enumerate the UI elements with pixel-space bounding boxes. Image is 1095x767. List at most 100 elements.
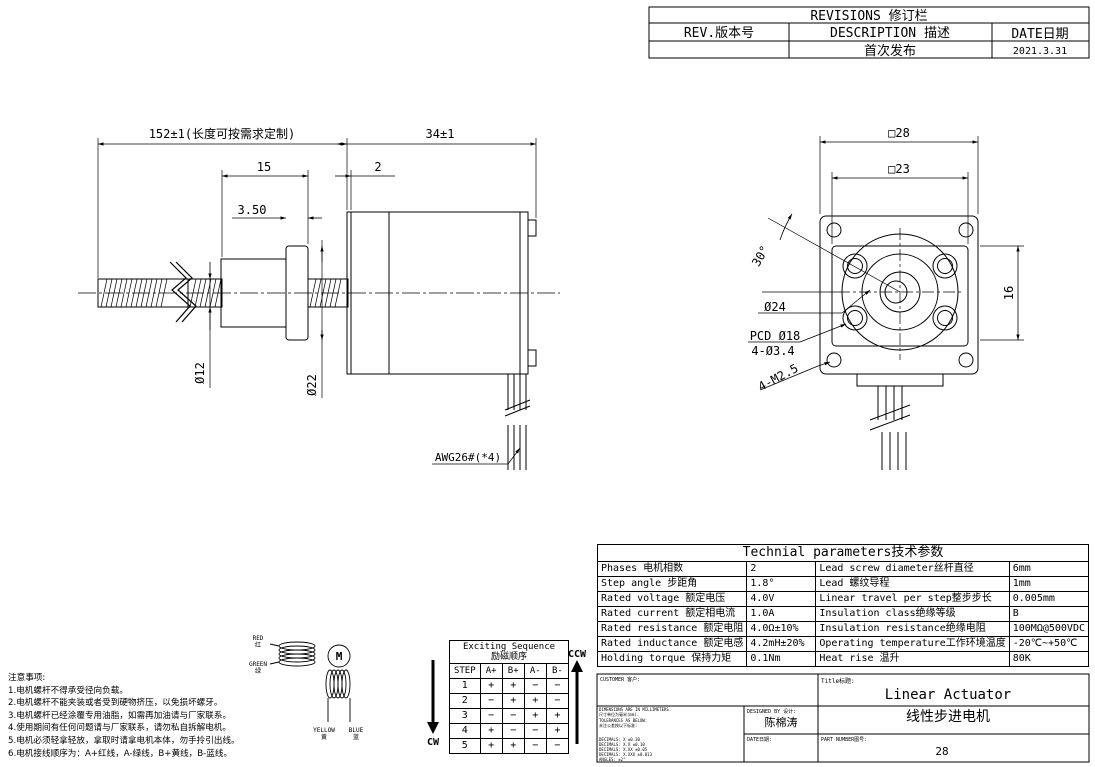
seq-cell: − — [545, 678, 570, 694]
wire-blue-cn-label: 蓝 — [353, 733, 359, 741]
seq-cell: 3 — [449, 708, 481, 724]
wire-green-label: GREEN — [249, 661, 267, 668]
param-label: Rated voltage 额定电压 — [596, 591, 748, 607]
tol-line-0: DECIMALS: X ±0.30 — [599, 737, 641, 742]
param-value: 4.0Ω±10% — [746, 621, 817, 637]
date-label: DATE日期: — [747, 737, 772, 743]
param-label: Rated current 额定相电流 — [596, 606, 748, 622]
table-row: Rated inductance 额定电感 4.2mH±20% Operatin… — [596, 636, 1090, 652]
param-value: 4.0V — [746, 591, 817, 607]
params-title: Technial parameters技术参数 — [597, 544, 1089, 562]
dim-d22-label: Ø22 — [305, 374, 319, 396]
dims-note: DIMENSIONS ARE IN MILLIMETERS. — [599, 707, 671, 712]
dim-23-label: □23 — [888, 162, 910, 176]
revisions-table — [648, 6, 1090, 59]
front-view — [748, 136, 1024, 470]
param-value: 1mm — [1008, 576, 1090, 592]
param-value: 6mm — [1008, 561, 1090, 577]
seq-cell: + — [501, 693, 525, 709]
param-label: Rated inductance 额定电感 — [596, 636, 748, 652]
seq-cell: − — [501, 708, 525, 724]
seq-header: A- — [523, 663, 547, 679]
seq-cell: − — [545, 693, 570, 709]
param-label: Operating temperature工作环境温度 — [815, 636, 1010, 652]
dim-body-label: 34±1 — [426, 127, 455, 141]
param-label: Linear travel per step整步步长 — [815, 591, 1010, 607]
dim-pcd-label: PCD Ø18 — [750, 329, 801, 343]
dim-holes-label: 4-Ø3.4 — [751, 344, 794, 358]
dim-d12-label: Ø12 — [193, 362, 207, 384]
notes-title: 注意事项: — [8, 673, 46, 683]
seq-cell: − — [523, 738, 547, 754]
seq-cell: + — [523, 708, 547, 724]
seq-cell: + — [479, 738, 503, 754]
dim-16-label: 16 — [1002, 286, 1016, 300]
param-value: 2 — [746, 561, 817, 577]
params-table: Technial parameters技术参数 Phases 电机相数 2 Le… — [596, 544, 1090, 667]
customer-label: CUSTOMER 客户: — [600, 676, 640, 683]
revisions-col-date: DATE日期 — [1011, 27, 1068, 42]
param-value: B — [1008, 606, 1090, 622]
dim-30-label: 30° — [749, 243, 772, 269]
table-row: 3 − − + + — [449, 708, 570, 724]
note-item: 5.电机必须轻拿轻放，拿取时请拿电机本体，勿手拎引出线。 — [8, 735, 240, 746]
title-cn: 线性步进电机 — [906, 709, 990, 725]
wire-yellow-cn-label: 黄 — [321, 733, 327, 741]
table-row: Rated voltage 额定电压 4.0V Linear travel pe… — [596, 591, 1090, 607]
sequence-table: Exciting Sequence 励磁顺序 STEP A+ B+ A- B- … — [449, 640, 570, 754]
revisions-row-date: 2021.3.31 — [1013, 46, 1067, 57]
table-row: Rated current 额定相电流 1.0A Insulation clas… — [596, 606, 1090, 622]
note-item: 6.电机接线顺序为：A+红线，A-绿线，B+黄线，B-蓝线。 — [8, 748, 233, 759]
seq-cell: + — [479, 723, 503, 739]
seq-header: A+ — [479, 663, 503, 679]
sequence-title: Exciting Sequence — [462, 642, 556, 652]
title-label: Title标题: — [821, 677, 855, 685]
tol-note: TOLERANCES AS BELOW: — [599, 718, 647, 723]
wire-yellow-label: YELLOW — [313, 727, 335, 734]
seq-cell: 4 — [449, 723, 481, 739]
revisions-row-desc: 首次发布 — [864, 43, 916, 59]
table-row: Holding torque 保持力矩 0.1Nm Heat rise 温升 8… — [596, 651, 1090, 667]
param-label: Holding torque 保持力矩 — [596, 651, 748, 667]
ccw-label: CCW — [568, 649, 587, 660]
tol-line-1: DECIMALS: X.X ±0.10 — [599, 742, 645, 747]
param-label: Lead screw diameter丝杆直径 — [815, 561, 1010, 577]
table-row: 1 + + − − — [449, 678, 570, 694]
seq-cell: − — [545, 738, 570, 754]
table-row: Step angle 步距角 1.8° Lead 螺纹导程 1mm — [596, 576, 1090, 592]
param-label: Insulation resistance绝缘电阻 — [815, 621, 1010, 637]
dim-2-label: 2 — [374, 160, 381, 174]
part-number: 28 — [935, 745, 948, 758]
wire-red-cn-label: 红 — [255, 641, 261, 649]
table-row: Phases 电机相数 2 Lead screw diameter丝杆直径 6m… — [596, 561, 1090, 577]
motor-symbol-label: M — [336, 650, 343, 663]
revisions-col-rev: REV.版本号 — [684, 26, 754, 41]
seq-cell: 2 — [449, 693, 481, 709]
notes-block: 注意事项: 1.电机螺杆不得承受径向负载。 2.电机螺杆不能夹装或者受到硬物挤压… — [8, 672, 240, 760]
table-row: 5 + + − − — [449, 738, 570, 754]
wire-red-label: RED — [253, 635, 264, 642]
side-view — [78, 138, 560, 470]
seq-cell: + — [545, 708, 570, 724]
seq-cell: − — [479, 708, 503, 724]
tol-note-cn: 未注公差按以下标准: — [599, 722, 637, 728]
note-item: 2.电机螺杆不能夹装或者受到硬物挤压，以免损坏螺牙。 — [8, 698, 223, 709]
param-label: Heat rise 温升 — [815, 651, 1010, 667]
param-value: 80K — [1008, 651, 1090, 667]
cw-label: CW — [427, 737, 440, 748]
seq-cell: 5 — [449, 738, 481, 754]
tol-line-3: DECIMALS: X.XXX ±0.013 — [599, 752, 653, 757]
title-block-frame — [596, 673, 1090, 763]
sequence-title-cn: 励磁顺序 — [490, 652, 527, 662]
wire-awg-label: AWG26#(*4) — [435, 451, 501, 464]
seq-cell: + — [501, 738, 525, 754]
table-header-row: STEP A+ B+ A- B- — [449, 663, 570, 679]
sequence-arrows — [427, 660, 583, 744]
param-value: 100MΩ@500VDC — [1008, 621, 1090, 637]
param-value: 4.2mH±20% — [746, 636, 817, 652]
dim-350-label: 3.50 — [238, 203, 267, 217]
dims-note-cn: 尺寸单位为毫米(mm). — [599, 711, 639, 717]
note-item: 4.使用期间有任何问题请与厂家联系，请勿私自拆解电机。 — [8, 723, 232, 734]
seq-cell: − — [501, 723, 525, 739]
